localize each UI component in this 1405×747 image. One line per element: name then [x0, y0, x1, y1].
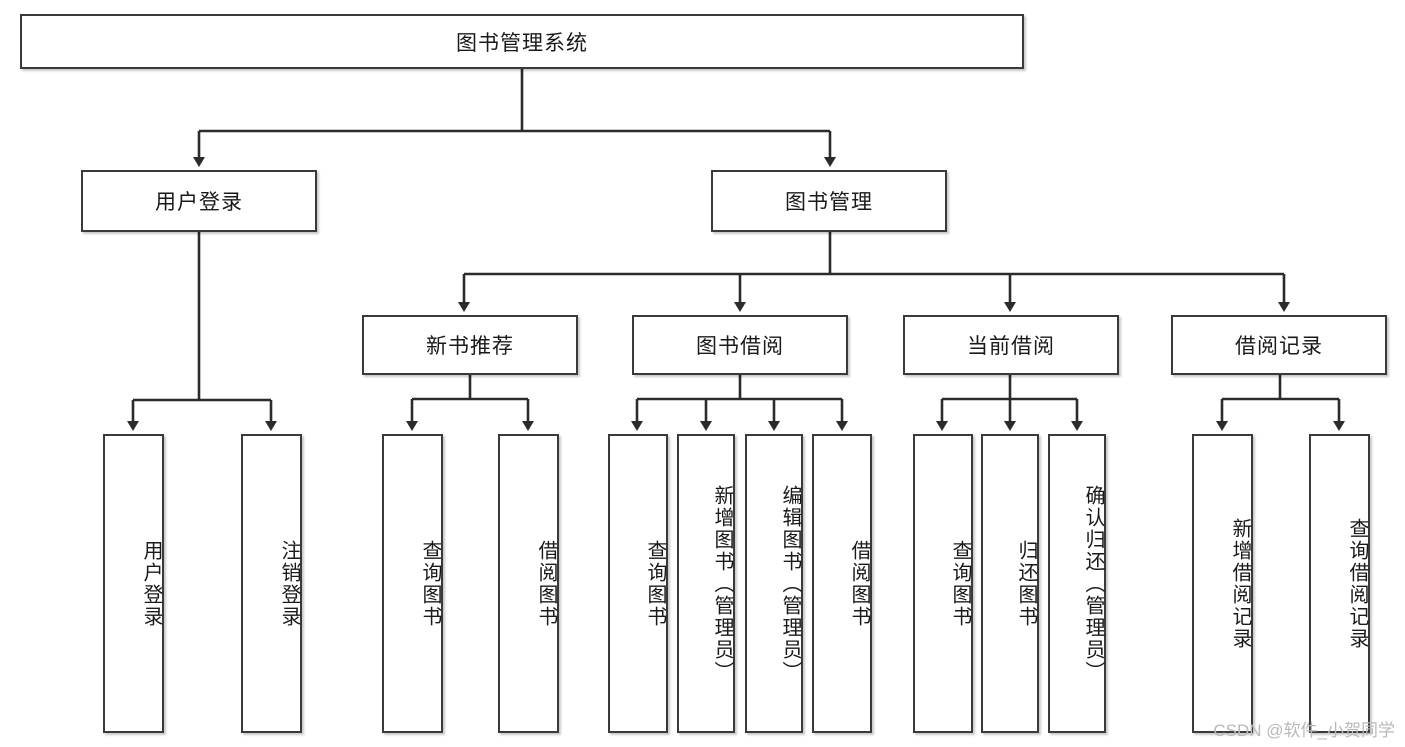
node-leaf-add-record-label: 新增借阅记录 [1229, 517, 1251, 650]
node-leaf-confirm-return[interactable]: 确认归还（管理员） [1048, 434, 1106, 733]
node-leaf-add-book[interactable]: 新增图书（管理员） [677, 434, 735, 733]
node-book-management[interactable]: 图书管理 [711, 170, 947, 232]
node-leaf-add-record[interactable]: 新增借阅记录 [1192, 434, 1253, 733]
node-leaf-query-record[interactable]: 查询借阅记录 [1309, 434, 1370, 733]
node-current-borrow-label: 当前借阅 [967, 335, 1055, 358]
node-leaf-borrow-book-1[interactable]: 借阅图书 [498, 434, 559, 733]
node-root-label: 图书管理系统 [456, 31, 588, 55]
node-leaf-query-book-3[interactable]: 查询图书 [913, 434, 973, 733]
node-leaf-confirm-return-label: 确认归还（管理员） [1082, 484, 1104, 683]
node-new-book-recommend-label: 新书推荐 [426, 335, 514, 358]
node-borrow-record-label: 借阅记录 [1235, 335, 1323, 358]
node-leaf-logout-login[interactable]: 注销登录 [241, 434, 302, 733]
node-leaf-borrow-book-2[interactable]: 借阅图书 [812, 434, 872, 733]
node-user-login-label: 用户登录 [155, 191, 243, 214]
node-leaf-user-login[interactable]: 用户登录 [103, 434, 164, 733]
node-root[interactable]: 图书管理系统 [20, 14, 1024, 69]
node-leaf-query-book-1-label: 查询图书 [419, 539, 441, 628]
node-user-login[interactable]: 用户登录 [81, 170, 317, 232]
node-leaf-return-book-label: 归还图书 [1015, 539, 1037, 628]
node-current-borrow[interactable]: 当前借阅 [903, 315, 1119, 375]
node-leaf-edit-book-label: 编辑图书（管理员） [779, 484, 801, 683]
node-leaf-borrow-book-1-label: 借阅图书 [535, 539, 557, 628]
node-book-borrow[interactable]: 图书借阅 [632, 315, 848, 375]
node-leaf-add-book-label: 新增图书（管理员） [711, 484, 733, 683]
node-book-borrow-label: 图书借阅 [696, 335, 784, 358]
node-leaf-query-record-label: 查询借阅记录 [1346, 517, 1368, 650]
node-leaf-query-book-2[interactable]: 查询图书 [608, 434, 668, 733]
node-new-book-recommend[interactable]: 新书推荐 [362, 315, 578, 375]
node-leaf-query-book-1[interactable]: 查询图书 [382, 434, 443, 733]
node-leaf-query-book-2-label: 查询图书 [644, 539, 666, 628]
node-leaf-query-book-3-label: 查询图书 [949, 539, 971, 628]
node-leaf-logout-login-label: 注销登录 [278, 539, 300, 628]
node-leaf-borrow-book-2-label: 借阅图书 [848, 539, 870, 628]
node-book-management-label: 图书管理 [785, 191, 873, 214]
node-borrow-record[interactable]: 借阅记录 [1171, 315, 1387, 375]
node-leaf-return-book[interactable]: 归还图书 [981, 434, 1039, 733]
watermark-text: CSDN @软件_小贺同学 [1213, 721, 1395, 740]
node-leaf-user-login-label: 用户登录 [140, 539, 162, 628]
node-leaf-edit-book[interactable]: 编辑图书（管理员） [745, 434, 803, 733]
